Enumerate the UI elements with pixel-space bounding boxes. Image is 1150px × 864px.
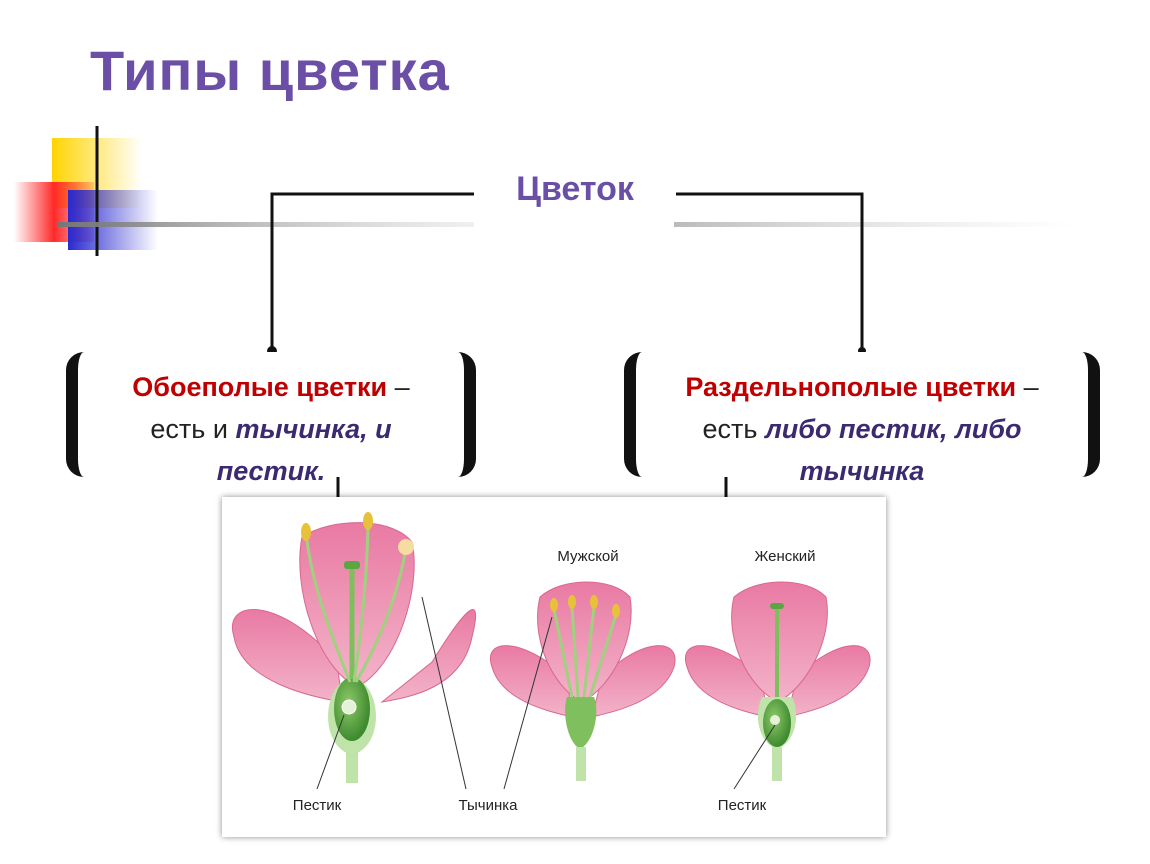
female-flower	[685, 581, 871, 790]
bisexual-line2: есть и	[150, 414, 236, 444]
unisexual-line3-em: тычинка	[799, 456, 925, 486]
bisexual-line3-em: пестик.	[216, 456, 326, 486]
flower-illustration: Мужской Женский Пестик Тычинка Пестик	[222, 497, 886, 837]
bisexual-dash: –	[387, 372, 410, 402]
page-title: Типы цветка	[90, 39, 450, 102]
unisexual-heading: Раздельнополые цветки	[685, 372, 1017, 402]
connector-left	[270, 192, 474, 352]
header-rule-right	[674, 222, 1074, 227]
unisexual-line2-em: либо пестик, либо	[764, 414, 1022, 444]
corner-decoration	[14, 126, 474, 256]
root-node-label: Цветок	[516, 170, 634, 208]
bisexual-line2-em: тычинка, и	[235, 414, 392, 444]
unisexual-line2: есть	[702, 414, 765, 444]
bisexual-flowers-box: Обоеполые цветки – есть и тычинка, и пес…	[66, 352, 476, 486]
label-pistil-right: Пестик	[718, 797, 767, 814]
connector-right	[676, 192, 864, 352]
male-flower	[490, 581, 676, 790]
blue-square	[68, 190, 158, 250]
unisexual-dash: –	[1016, 372, 1039, 402]
label-male: Мужской	[557, 548, 618, 565]
label-pistil-left: Пестик	[293, 797, 342, 814]
unisexual-flowers-box: Раздельнополые цветки – есть либо пестик…	[624, 352, 1100, 486]
bisexual-flower	[232, 512, 477, 790]
label-stamen: Тычинка	[459, 797, 519, 814]
label-female: Женский	[754, 548, 815, 565]
bisexual-heading: Обоеполые цветки	[132, 372, 388, 402]
